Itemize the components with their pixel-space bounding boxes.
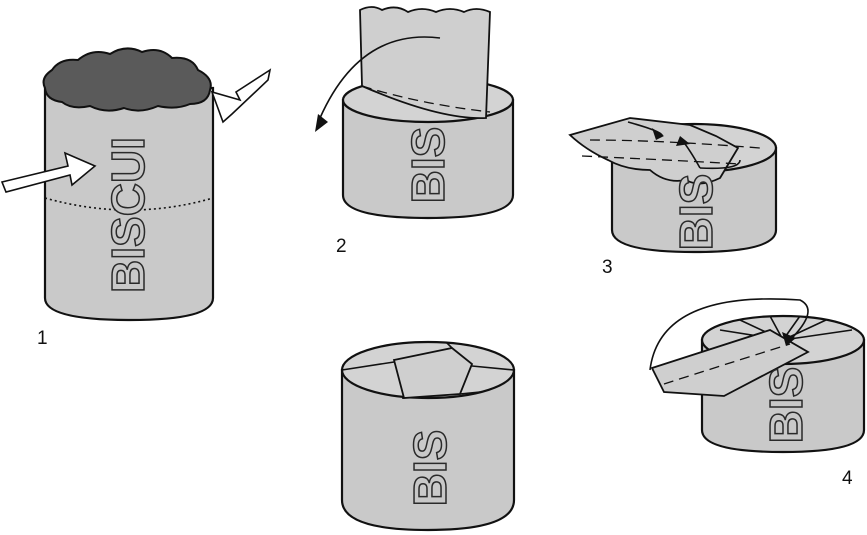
step1-figure: BISCUI 1 bbox=[2, 48, 270, 349]
can3-label: BIS bbox=[670, 174, 722, 251]
final-can-label: BIS bbox=[404, 430, 456, 507]
can1-label: BISCUI bbox=[102, 137, 154, 293]
step4-number: 4 bbox=[842, 468, 853, 489]
step3-figure: BIS 3 bbox=[570, 118, 776, 278]
step1-number: 1 bbox=[37, 328, 48, 349]
svg-text:BISCUI: BISCUI bbox=[102, 137, 154, 293]
step3-number: 3 bbox=[602, 257, 613, 278]
svg-text:BIS: BIS bbox=[404, 430, 456, 507]
final-figure: BIS bbox=[342, 342, 514, 530]
can4-label: BIS bbox=[760, 367, 812, 444]
svg-text:BIS: BIS bbox=[670, 174, 722, 251]
step4-figure: BIS 4 bbox=[650, 299, 864, 489]
svg-text:BIS: BIS bbox=[402, 127, 454, 204]
svg-text:BIS: BIS bbox=[760, 367, 812, 444]
can2-label: BIS bbox=[402, 127, 454, 204]
push-arrow-right bbox=[212, 70, 270, 122]
step2-number: 2 bbox=[336, 236, 347, 257]
step2-figure: BIS 2 bbox=[315, 7, 513, 257]
